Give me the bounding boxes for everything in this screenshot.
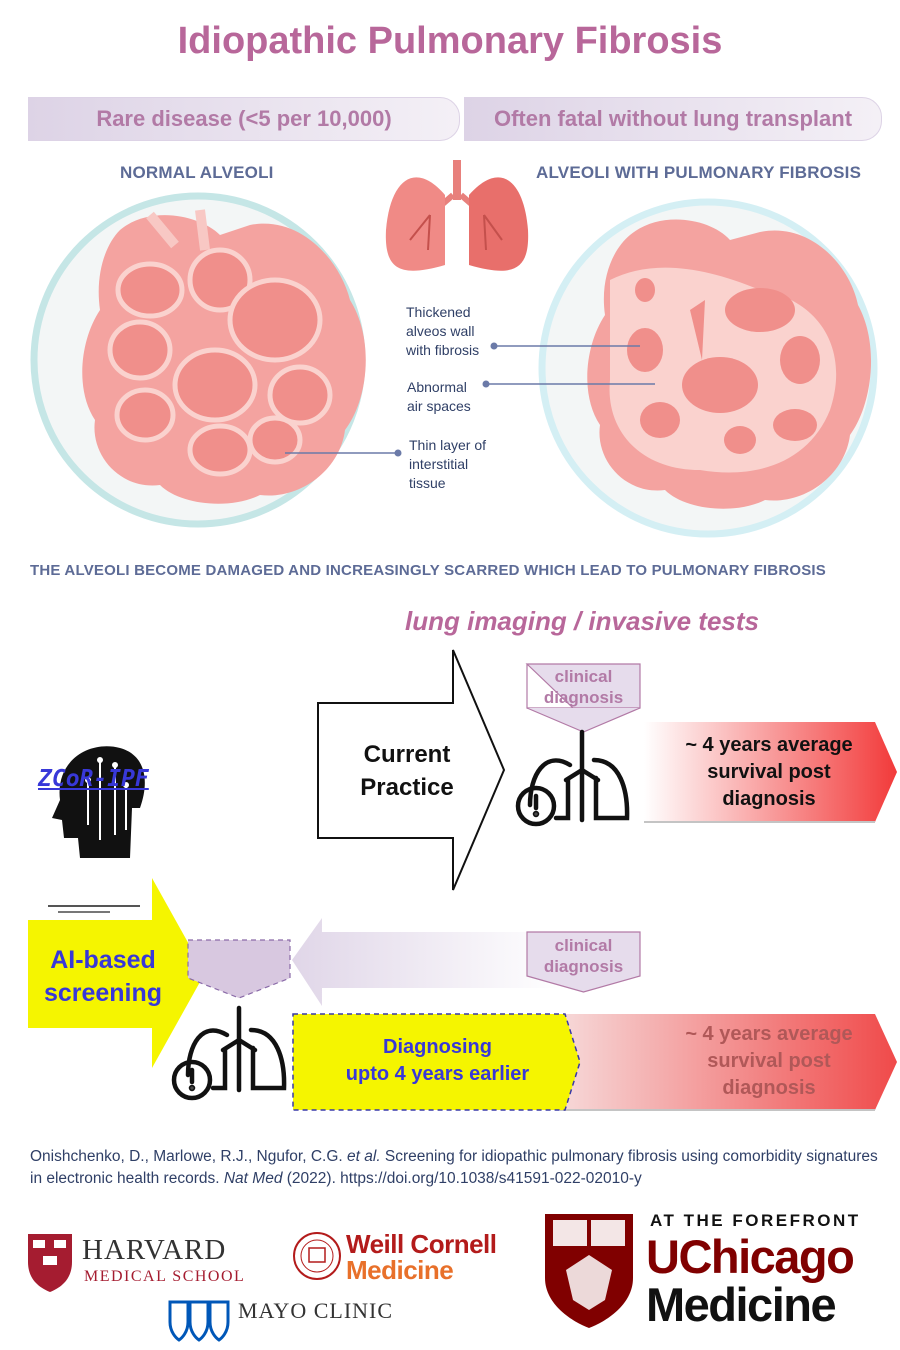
weill-name: Weill Cornell: [346, 1229, 497, 1259]
normal-alveoli-illustration: [30, 192, 366, 528]
lungs-warning-icon-top: [515, 729, 630, 827]
back-arrow: [292, 918, 560, 1006]
rare-disease-pill: Rare disease (<5 per 10,000): [28, 97, 460, 141]
doi-link[interactable]: (2022). https://doi.org/10.1038/s41591-0…: [282, 1170, 642, 1187]
survival-arrow-top: [644, 722, 897, 822]
annotation-thickened: Thickened alveos wall with fibrosis: [406, 304, 480, 358]
page-title: Idiopathic Pulmonary Fibrosis: [177, 20, 723, 62]
lungs-warning-icon-bottom: [171, 1005, 287, 1101]
uchicago-name: UChicago: [646, 1230, 855, 1283]
fibrosis-alveoli-label: ALVEOLI WITH PULMONARY FIBROSIS: [536, 163, 862, 182]
current-practice-arrow: [317, 649, 506, 891]
alveoli-caption: THE ALVEOLI BECOME DAMAGED AND INCREASIN…: [30, 562, 827, 579]
imaging-label: lung imaging / invasive tests: [405, 606, 759, 636]
normal-alveoli-label: NORMAL ALVEOLI: [120, 163, 274, 182]
clinical-diagnosis-label-top: clinical diagnosis: [543, 667, 624, 707]
fibrosis-alveoli-illustration: [538, 198, 878, 538]
annotation-thin-layer: Thin layer of interstitial tissue: [409, 437, 487, 491]
logos-graphics: [28, 1214, 633, 1342]
ai-screening-label: AI-based screening: [43, 946, 163, 1007]
mayo-name: MAYO CLINIC: [238, 1298, 394, 1323]
survival-label-top: ~ 4 years average survival post diagnosi…: [685, 734, 853, 810]
harvard-shield-logo: [28, 1234, 72, 1292]
annotation-abnormal-air-spaces: Abnormal air spaces: [407, 379, 471, 414]
survival-arrow-bottom: [560, 1014, 897, 1110]
harvard-name: HARVARD: [82, 1234, 227, 1266]
fatal-pill: Often fatal without lung transplant: [464, 97, 882, 141]
weill-cornell-seal-logo: [293, 1232, 341, 1280]
zcor-ipf-link[interactable]: ZCoR-IPF: [38, 766, 149, 792]
alveoli-diagram: [30, 160, 878, 538]
ai-screening-arrow: [28, 878, 205, 1068]
clinical-diagnosis-label-bottom: clinical diagnosis: [543, 936, 624, 976]
mayo-clinic-logo: [168, 1300, 230, 1342]
clinical-diagnosis-tag-bottom: [526, 931, 641, 993]
earlier-diagnosis-arrow: [292, 1013, 581, 1111]
uchicago-shield-logo: [545, 1214, 633, 1328]
lungs-icon: [385, 160, 529, 271]
weill-subname: Medicine: [346, 1255, 454, 1285]
early-diagnosis-tag: [187, 939, 291, 999]
flow-diagram: [28, 649, 897, 1111]
earlier-diagnosis-label: Diagnosing upto 4 years earlier: [345, 1036, 530, 1085]
uchicago-tagline: AT THE FOREFRONT: [650, 1211, 861, 1230]
reference-citation: Onishchenko, D., Marlowe, R.J., Ngufor, …: [30, 1148, 878, 1187]
ai-head-icon: [48, 746, 145, 913]
current-practice-label: Current Practice: [360, 741, 454, 801]
uchicago-subname: Medicine: [646, 1278, 837, 1331]
harvard-subname: MEDICAL SCHOOL: [84, 1268, 246, 1285]
survival-label-bottom: ~ 4 years average survival post diagnosi…: [685, 1023, 853, 1099]
